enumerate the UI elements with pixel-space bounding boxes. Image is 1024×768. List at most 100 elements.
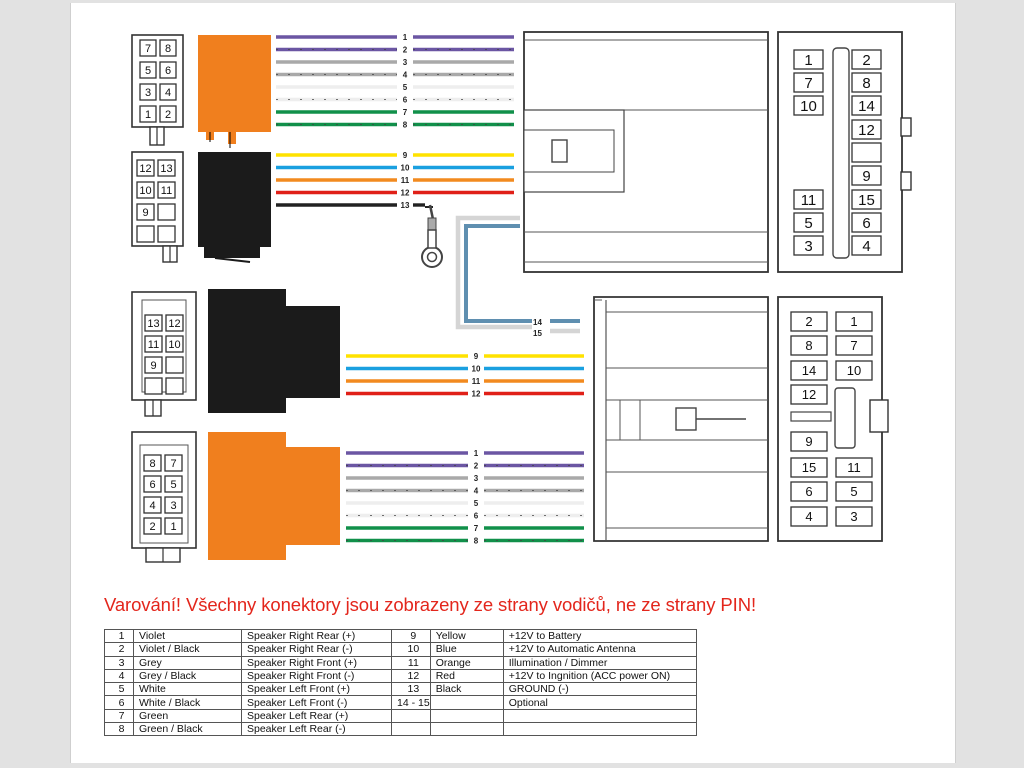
table-cell-color: White / Black (133, 695, 242, 710)
pin-number: 4 (165, 87, 171, 99)
pin-box (139, 105, 157, 123)
table-cell-func2 (502, 708, 697, 724)
pin-number: 12 (858, 122, 875, 139)
pin-number: 15 (802, 460, 816, 475)
pin-number: 1 (145, 109, 151, 121)
pin-box (144, 314, 163, 332)
wire-number: 10 (472, 364, 481, 373)
table-cell-color2 (429, 722, 504, 737)
pin-number: 5 (145, 65, 151, 77)
pin-number: 10 (168, 339, 180, 351)
pin-box (793, 72, 824, 93)
wire-number: 4 (474, 486, 479, 495)
table-cell-pin2: 10 (391, 642, 431, 657)
table-cell-pin: 5 (104, 682, 134, 697)
table-cell-pin2: 13 (391, 682, 431, 697)
table-cell-func: Speaker Left Rear (-) (241, 722, 392, 737)
empty-pin-box (165, 356, 184, 374)
pin-box (164, 475, 183, 493)
pin-number: 7 (170, 458, 176, 470)
table-cell-func: Speaker Right Rear (+) (241, 628, 392, 644)
pin-box (165, 335, 184, 353)
pin-box (851, 72, 882, 93)
antenna-wire: 14 15 (455, 215, 580, 338)
table-cell-func2: Optional (502, 695, 697, 710)
wire-number: 1 (474, 449, 479, 458)
pin-box (790, 335, 828, 356)
pin-number: 3 (170, 500, 176, 512)
empty-pin-box (157, 225, 176, 243)
vehicle-connector-body-bottom (593, 296, 769, 542)
pin-number: 1 (850, 314, 857, 329)
vehicle-connector-body-top (523, 31, 769, 273)
table-cell-pin: 4 (104, 668, 134, 684)
pin-number: 11 (148, 339, 159, 351)
pin-number: 13 (160, 163, 172, 175)
pin-number: 9 (862, 168, 870, 185)
table-cell-color2 (429, 695, 504, 710)
warning-text: Varování! Všechny konektory jsou zobraze… (104, 594, 757, 615)
pin-number: 3 (145, 87, 151, 99)
pin-number: 6 (165, 65, 171, 77)
wire-number: 1 (403, 33, 408, 42)
table-cell-color2 (429, 708, 504, 724)
table-cell-pin: 2 (104, 642, 134, 657)
pin-number: 10 (847, 363, 861, 378)
table-cell-func: Speaker Right Front (+) (241, 655, 392, 670)
table-cell-func: Speaker Right Front (-) (241, 668, 392, 684)
pin-box (165, 314, 184, 332)
empty-pin-box (851, 142, 882, 163)
pin-box (143, 517, 162, 535)
pin-box (164, 496, 183, 514)
pin-number: 1 (170, 521, 176, 533)
table-cell-color2: Black (429, 682, 504, 697)
pin-box (835, 311, 873, 332)
pin-box (835, 506, 873, 527)
wire-number: 3 (403, 58, 408, 67)
orange-housing-top (198, 35, 271, 148)
wire-number: 7 (474, 524, 479, 533)
pin-box (144, 335, 163, 353)
black-housing-top (198, 152, 271, 263)
pin-box (851, 119, 882, 140)
pin-number: 13 (147, 318, 159, 330)
pin-number: 8 (805, 338, 812, 353)
pin-box (790, 506, 828, 527)
pin-box (136, 159, 155, 177)
pin-box (159, 61, 177, 79)
pin-box (136, 181, 155, 199)
wire-number: 10 (401, 163, 410, 172)
pin-box (159, 105, 177, 123)
pin-box (157, 159, 176, 177)
table-cell-color: Green (133, 708, 242, 724)
table-cell-pin: 7 (104, 708, 134, 724)
table-cell-func: Speaker Left Front (+) (241, 682, 392, 697)
wire-number: 5 (474, 499, 479, 508)
ground-ring-icon (421, 204, 443, 268)
pin-box (835, 481, 873, 502)
table-cell-func2: GROUND (-) (502, 682, 697, 697)
orange-housing-bottom (208, 432, 340, 560)
wire-number: 11 (401, 176, 410, 185)
pin-box (790, 457, 828, 478)
table-cell-pin2: 9 (391, 628, 431, 644)
pin-box (851, 212, 882, 233)
table-cell-func: Speaker Left Rear (+) (241, 708, 392, 724)
empty-pin-box (165, 377, 184, 395)
pin-number: 2 (149, 521, 155, 533)
pin-number: 2 (165, 109, 171, 121)
pin-box (793, 49, 824, 70)
table-cell-pin2 (391, 708, 431, 724)
table-cell-color2: Blue (429, 642, 504, 657)
pin-number: 9 (805, 434, 812, 449)
wire-number: 6 (403, 95, 408, 104)
